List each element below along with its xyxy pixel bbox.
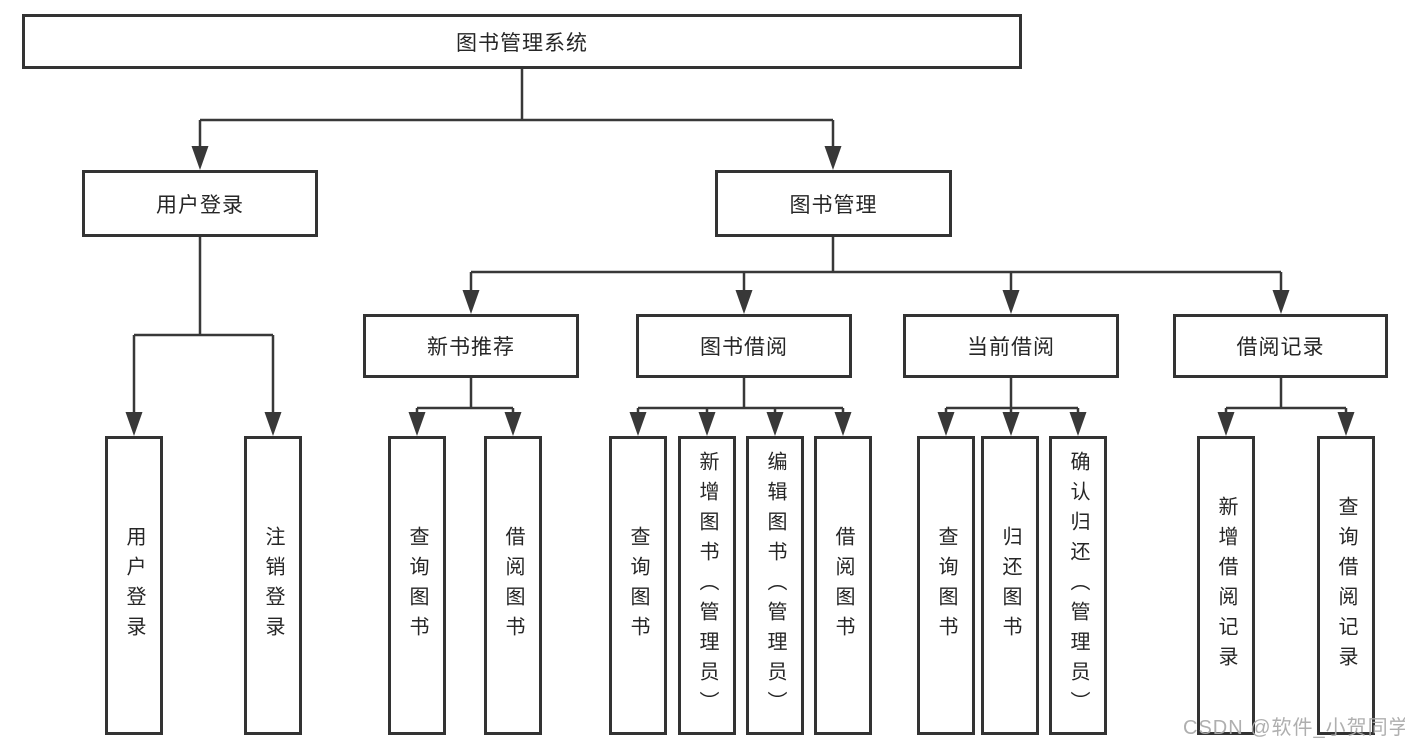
node-borrowing-records: 借阅记录: [1173, 314, 1388, 378]
leaf-newbooks-borrow-book: 借阅图书: [484, 436, 542, 735]
node-book-borrowing: 图书借阅: [636, 314, 852, 378]
arrowhead-icon: [1337, 412, 1355, 436]
arrowhead-icon: [462, 290, 480, 314]
leaf-confirm-return-admin: 确认归还（管理员）: [1049, 436, 1107, 735]
node-current-borrowing: 当前借阅: [903, 314, 1119, 378]
leaf-borrow-query-book-label: 查询图书: [627, 525, 649, 646]
arrowhead-icon: [1002, 290, 1020, 314]
connector-lines: [132, 69, 1348, 413]
leaf-add-book-admin: 新增图书（管理员）: [678, 436, 736, 735]
leaf-edit-book-admin-label: 编辑图书（管理员）: [764, 450, 786, 721]
node-root-system: 图书管理系统: [22, 14, 1022, 69]
leaf-logout-label: 注销登录: [262, 525, 284, 646]
node-user-login: 用户登录: [82, 170, 318, 237]
leaf-user-login-label: 用户登录: [123, 525, 145, 646]
node-book-management: 图书管理: [715, 170, 952, 237]
leaf-borrow-borrow-book: 借阅图书: [814, 436, 872, 735]
node-borrowing-records-label: 借阅记录: [1236, 336, 1325, 359]
arrowhead-icon: [1272, 290, 1290, 314]
arrowhead-icon: [834, 412, 852, 436]
node-new-book-recommend-label: 新书推荐: [427, 336, 515, 359]
leaf-return-book-label: 归还图书: [999, 525, 1021, 646]
arrowhead-icon: [698, 412, 716, 436]
node-root-label: 图书管理系统: [456, 31, 588, 55]
leaf-newbooks-borrow-book-label: 借阅图书: [502, 525, 524, 646]
leaf-newbooks-query-book: 查询图书: [388, 436, 446, 735]
leaf-edit-book-admin: 编辑图书（管理员）: [746, 436, 804, 735]
leaf-current-query-book: 查询图书: [917, 436, 975, 735]
arrowhead-icon: [937, 412, 955, 436]
arrowhead-icon: [735, 290, 753, 314]
node-book-borrowing-label: 图书借阅: [700, 336, 788, 359]
leaf-add-borrow-record-label: 新增借阅记录: [1215, 495, 1237, 676]
leaf-query-borrow-record: 查询借阅记录: [1317, 436, 1375, 735]
leaf-query-borrow-record-label: 查询借阅记录: [1335, 495, 1357, 676]
node-user-login-label: 用户登录: [156, 193, 244, 217]
leaf-user-login: 用户登录: [105, 436, 163, 735]
node-current-borrowing-label: 当前借阅: [967, 336, 1055, 359]
arrowhead-icon: [766, 412, 784, 436]
arrowhead-icon: [1217, 412, 1235, 436]
leaf-newbooks-query-book-label: 查询图书: [406, 525, 428, 646]
arrowhead-icon: [125, 412, 143, 436]
leaf-add-book-admin-label: 新增图书（管理员）: [696, 450, 718, 721]
leaf-add-borrow-record: 新增借阅记录: [1197, 436, 1255, 735]
arrowhead-icon: [264, 412, 282, 436]
node-new-book-recommend: 新书推荐: [363, 314, 579, 378]
arrowhead-icon: [1069, 412, 1087, 436]
leaf-logout: 注销登录: [244, 436, 302, 735]
leaf-current-query-book-label: 查询图书: [935, 525, 957, 646]
leaf-borrow-borrow-book-label: 借阅图书: [832, 525, 854, 646]
connector-arrowheads: [125, 146, 1355, 436]
arrowhead-icon: [408, 412, 426, 436]
leaf-confirm-return-admin-label: 确认归还（管理员）: [1067, 450, 1089, 721]
node-book-management-label: 图书管理: [789, 193, 878, 217]
arrowhead-icon: [1002, 412, 1020, 436]
arrowhead-icon: [504, 412, 522, 436]
leaf-return-book: 归还图书: [981, 436, 1039, 735]
arrowhead-icon: [629, 412, 647, 436]
csdn-watermark: CSDN @软件_小贺同学: [1183, 717, 1405, 739]
arrowhead-icon: [191, 146, 209, 170]
leaf-borrow-query-book: 查询图书: [609, 436, 667, 735]
arrowhead-icon: [824, 146, 842, 170]
